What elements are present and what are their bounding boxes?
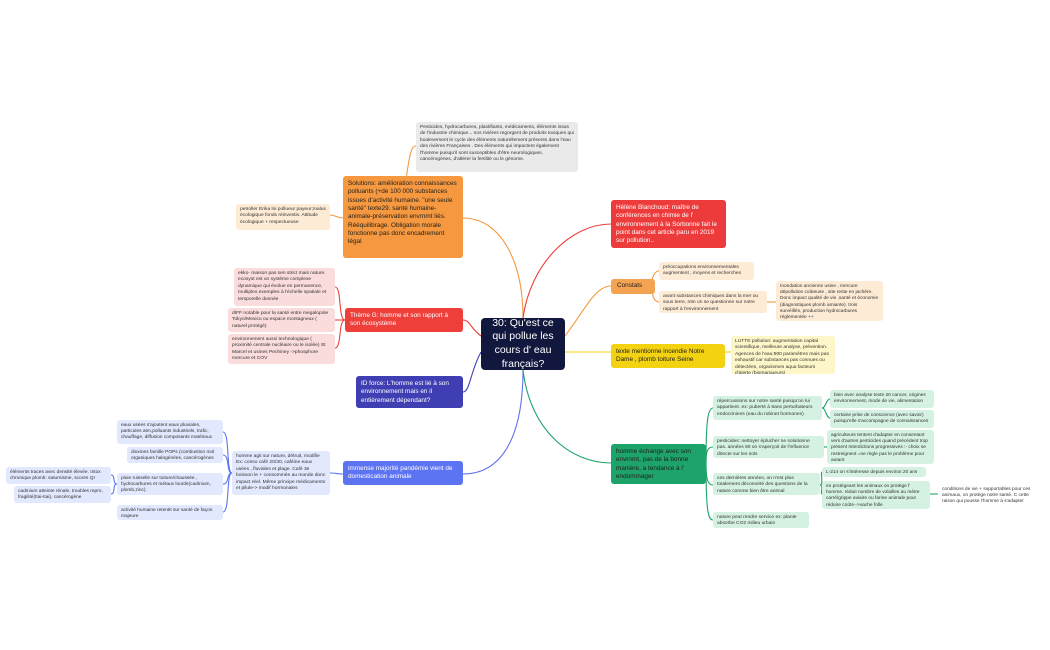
subtopic-concerns-rise[interactable]: préoccupations environnementales augment… [659,262,754,280]
subtopic-chemical-relationship[interactable]: avant substances chimiques dans la mer o… [659,291,767,313]
topic-blanchoud[interactable]: Hélène Blanchoud: maître de conférences … [611,200,726,248]
subtopic-animal-welfare[interactable]: ces dernières années, on n'est plus tota… [713,473,820,495]
subtopic-ecosystem[interactable]: ekko- maison pas sen strict mais nature.… [234,268,335,306]
leaf-protect-animals[interactable]: en protégeant les animaux on protège l' … [822,481,930,509]
link-dom-l4 [222,472,233,513]
link-note-top [405,145,417,181]
topic-solutions[interactable]: Solutions: amélioration connaissances po… [343,176,463,258]
leaf-cadmium[interactable]: cadmium atteinte rénale, troubles repro,… [14,486,111,503]
link-ech-l5 [819,484,823,495]
link-blanchoud [522,223,612,319]
link-idforce [462,351,482,393]
subtopic-megalopole[interactable]: dIFF notable pour la santé entre megalop… [228,308,335,332]
link-sol-sub [329,214,344,219]
link-ech-s3 [705,462,714,486]
subtopic-health-repercussions[interactable]: répercussions sur notre santé puisqu'on … [713,396,822,420]
link-ech-s1 [705,407,714,464]
link-ech-l2 [821,407,831,419]
link-ech-s4 [705,462,714,521]
link-ech-s2 [705,446,714,464]
subtopic-technology-env[interactable]: environnement aussi technologique ( prox… [228,334,335,364]
leaf-flooded-factory[interactable]: Inondation ancienne usine , mercure dépo… [776,281,883,321]
topic-constats[interactable]: Constats [611,279,655,294]
leaf-dioxins[interactable]: dioxines famille POPs (combustion mol or… [127,447,223,463]
link-ech-l1 [821,398,831,409]
link-theme-s1 [334,286,346,321]
topic-theme-g[interactable]: Thème G: homme et son rapport à son écos… [345,308,463,332]
subtopic-pesticides[interactable]: pesticides: nettoyer éplucher ne solutio… [713,436,824,458]
leaf-trace-elements[interactable]: éléments traces avec densité élevée. Int… [6,467,111,484]
subtopic-erika-law[interactable]: petroller Erika loi pollueur payeur;malu… [236,204,330,230]
topic-human-exchange[interactable]: homme échange avec son envrnmt, pas de l… [611,444,706,484]
subtopic-human-acts-on-nature[interactable]: homme agit sur nature, détruit, modifie … [232,451,330,495]
leaf-living-conditions[interactable]: conditions de vie + supportables pour ce… [938,484,1042,508]
leaf-wastewater[interactable]: eaux usées s'ajoutent eaux pluviales, pa… [117,420,223,444]
leaf-cancer-analysis[interactable]: bien avec analyse texte 20 cancer, origi… [830,390,934,408]
leaf-human-activity[interactable]: activité humaine retentit sur santé de f… [117,505,223,520]
leaf-farmers-adapt[interactable]: agriculteurs tentent d'adapter en consen… [827,430,934,464]
topic-domestication[interactable]: immense majorité pandémie vient de domes… [343,461,463,485]
leaf-awareness[interactable]: certaine prise de conscience (avec savoi… [830,410,934,428]
link-echange [522,369,612,464]
topic-id-force[interactable]: ID force: L'homme est lié à son environn… [356,376,463,408]
link-theme [462,319,482,337]
subtopic-pollution-fight[interactable]: LUTTE pollution: augmentation capital sc… [731,336,835,374]
central-topic[interactable]: 30: Qu'est ce qui pollue les cours d' ea… [481,318,565,370]
leaf-rain-runoff[interactable]: pluie ruisselle sur toiture/chaussée , h… [117,473,223,495]
link-dom-sub [329,472,344,475]
leaf-l214[interactable]: L-214 on s'intéresse depuis environ 20 a… [822,467,926,477]
link-solutions [462,217,524,319]
topic-notre-dame-fire[interactable]: texte mentionne incendie Notre Dame , pl… [611,344,725,368]
link-domestication [462,369,524,475]
link-dom-d2 [110,483,118,495]
link-dom-l2 [222,454,233,474]
note-pollution-overview[interactable]: Pesticides, hydrocarbures, plastifiants,… [416,122,578,172]
link-constats [564,285,612,337]
link-dom-l1 [222,431,233,474]
link-theme-s3 [334,319,346,349]
subtopic-nature-services[interactable]: nature peut rendre service ex: plante ab… [713,512,809,528]
